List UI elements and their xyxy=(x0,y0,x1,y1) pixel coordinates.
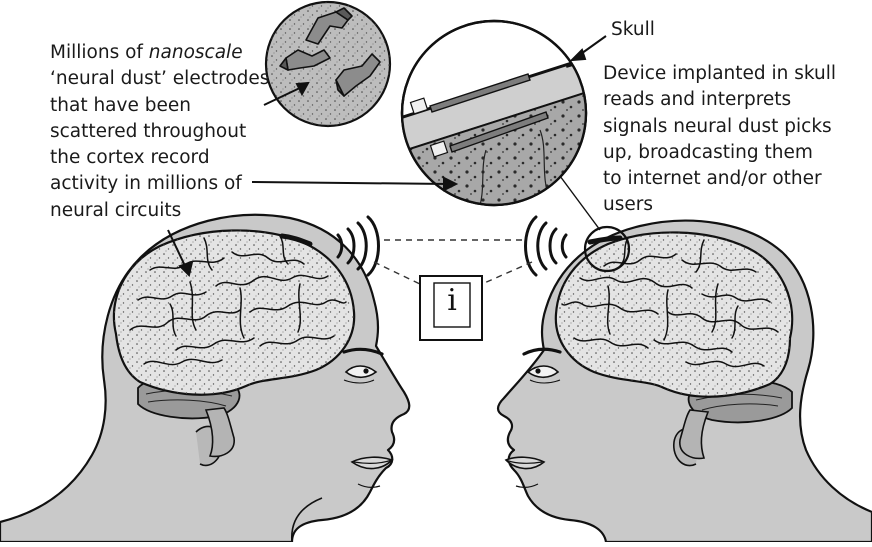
caption-line: neural circuits xyxy=(50,199,182,221)
caption-line: ‘neural dust’ electrodes xyxy=(50,68,270,90)
caption-line: scattered throughout xyxy=(50,120,247,142)
skull-label-text: Skull xyxy=(611,19,655,40)
caption-text: Millions of xyxy=(50,42,149,63)
zoom-device-bar-upper xyxy=(429,73,531,113)
arrows xyxy=(167,35,607,277)
right-device-highlight xyxy=(583,225,631,273)
internet-info-box xyxy=(419,275,483,341)
left-brain-folds xyxy=(129,235,347,366)
dust-particle xyxy=(305,7,353,45)
caption-line: Millions of nanoscale xyxy=(50,40,269,66)
right-eyebrow xyxy=(522,347,562,356)
right-brain-stem xyxy=(679,409,710,460)
caption-line: that have been xyxy=(50,94,191,116)
zoom-chip-lower xyxy=(429,140,449,158)
caption-line: up, broadcasting them xyxy=(603,141,813,163)
right-head xyxy=(496,219,872,544)
device-caption: Device implanted in skull reads and inte… xyxy=(603,61,836,219)
left-brain-stem xyxy=(204,407,235,458)
right-signal-waves xyxy=(524,215,568,277)
right-eye xyxy=(526,365,560,379)
zoom-device-bar-lower xyxy=(449,111,549,153)
connection-lines xyxy=(373,239,533,285)
caption-line: Device implanted in skull xyxy=(603,63,837,84)
zoom-connector-line xyxy=(559,175,601,231)
info-icon: i xyxy=(447,283,457,318)
right-skull-device xyxy=(587,235,623,245)
left-head xyxy=(0,213,411,544)
caption-line: reads and interprets xyxy=(603,89,792,111)
caption-line: activity in millions of xyxy=(50,173,242,195)
left-neck-edge xyxy=(291,497,323,543)
caption-line: signals neural dust picks xyxy=(603,115,832,137)
caption-line: to internet and/or other xyxy=(603,168,822,190)
dust-particle xyxy=(279,49,331,71)
caption-line: the cortex record xyxy=(50,147,210,169)
neural-dust-caption: Millions of nanoscale ‘neural dust’ elec… xyxy=(50,40,269,224)
right-brain-folds xyxy=(561,237,779,368)
skull-label: Skull xyxy=(611,17,655,43)
zoom-chip-upper xyxy=(409,97,429,115)
left-eyebrow xyxy=(342,347,384,356)
caption-line: users xyxy=(603,194,653,216)
neural-dust-closeup xyxy=(264,0,392,128)
left-eye xyxy=(344,365,378,379)
left-skull-device xyxy=(279,233,313,247)
dust-particle xyxy=(335,53,381,97)
caption-emphasis: nanoscale xyxy=(148,42,243,63)
left-signal-waves xyxy=(336,215,380,277)
